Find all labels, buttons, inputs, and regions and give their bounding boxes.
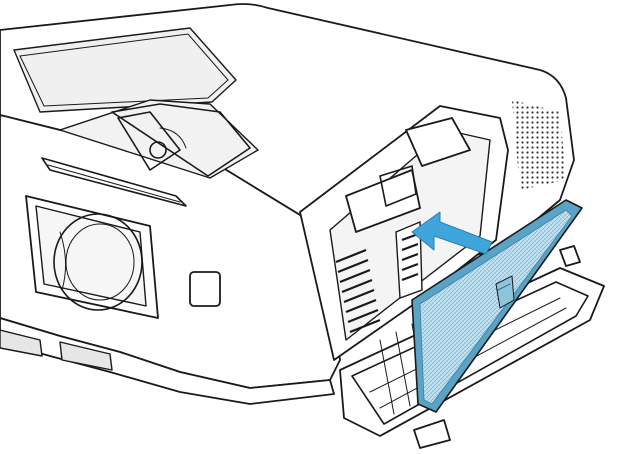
insert-arrow-icon [411,211,493,255]
lens-focus-ring [117,111,187,171]
filter-compartment [299,105,509,361]
remote-sensor [189,271,221,307]
intake-grille [335,220,423,334]
side-vent [512,100,566,190]
lens-icon [25,195,159,319]
air-filter [411,199,583,413]
